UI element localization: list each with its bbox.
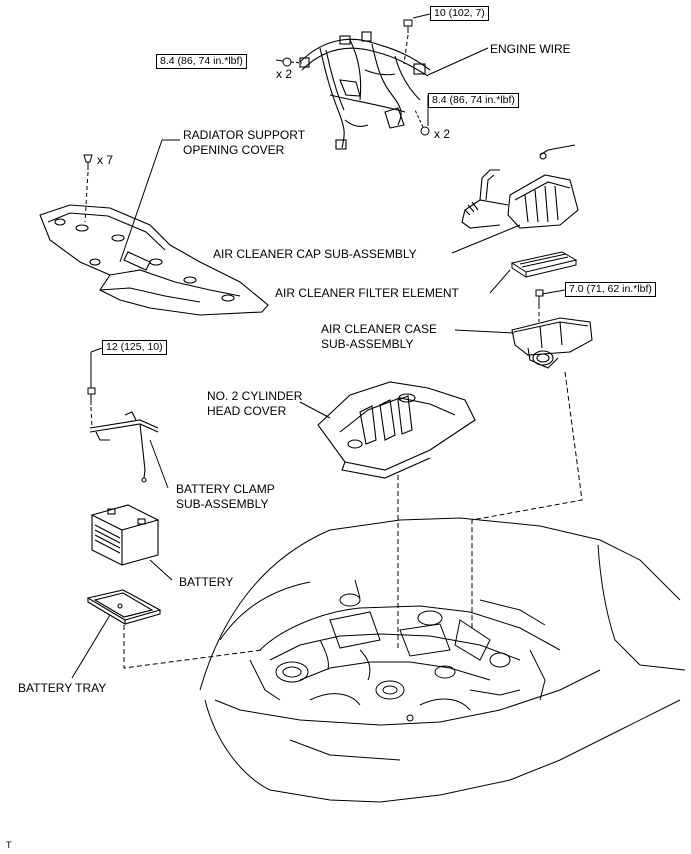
leader-line xyxy=(299,401,331,419)
label-battery-clamp-line2: SUB-ASSEMBLY xyxy=(176,497,269,511)
label-air-cleaner-case-line1: AIR CLEANER CASE xyxy=(321,322,438,336)
install-line-air-cleaner xyxy=(471,371,583,630)
bolt-clamp-icon xyxy=(87,387,96,405)
leader-line xyxy=(427,47,489,76)
leader-line xyxy=(149,439,169,489)
leader-line xyxy=(489,269,511,294)
quantity-right: x 2 xyxy=(434,127,451,141)
nut-right-icon xyxy=(414,109,430,136)
install-line-battery xyxy=(123,625,263,669)
label-air-cleaner-cap: AIR CLEANER CAP SUB-ASSEMBLY xyxy=(213,247,417,261)
leader-line xyxy=(71,614,111,679)
label-radiator-support-line1: RADIATOR SUPPORT xyxy=(183,128,306,142)
leader-line xyxy=(90,406,93,429)
head-cover-drawing xyxy=(317,381,476,479)
label-head-cover-line2: HEAD COVER xyxy=(207,404,287,418)
leader-line xyxy=(90,347,103,353)
bolt-case-icon xyxy=(535,289,544,305)
label-radiator-support-line2: OPENING COVER xyxy=(183,143,285,157)
leader-line xyxy=(454,329,515,334)
battery-clamp-drawing xyxy=(89,411,159,483)
radiator-support-cover-drawing xyxy=(39,204,269,316)
label-battery: BATTERY xyxy=(179,575,234,589)
quantity-left: x 2 xyxy=(276,67,293,81)
leader-line xyxy=(451,224,521,254)
label-battery-tray: BATTERY TRAY xyxy=(18,681,107,695)
label-engine-wire: ENGINE WIRE xyxy=(490,42,571,56)
nut-left-icon xyxy=(282,57,303,67)
torque-spec-case: 7.0 (71, 62 in.*lbf) xyxy=(565,282,656,297)
leader-line xyxy=(119,139,163,263)
air-cleaner-case-drawing xyxy=(511,317,593,369)
battery-drawing xyxy=(90,504,160,566)
engine-wire-drawing xyxy=(299,31,431,150)
bolt-top-icon xyxy=(403,19,413,33)
footer-mark: T xyxy=(6,840,12,850)
torque-spec-right: 8.4 (86, 74 in.*lbf) xyxy=(428,93,519,108)
label-air-cleaner-filter: AIR CLEANER FILTER ELEMENT xyxy=(275,286,459,300)
label-battery-clamp-line1: BATTERY CLAMP xyxy=(176,482,275,496)
label-head-cover-line1: NO. 2 CYLINDER xyxy=(207,389,303,403)
leader-line xyxy=(403,34,409,65)
torque-spec-left: 8.4 (86, 74 in.*lbf) xyxy=(156,54,247,69)
air-cleaner-filter-drawing xyxy=(510,251,578,278)
leader-line xyxy=(84,171,89,223)
engine-bay-drawing xyxy=(199,517,686,803)
torque-spec-clamp: 12 (125, 10) xyxy=(102,340,167,355)
label-air-cleaner-case-line2: SUB-ASSEMBLY xyxy=(321,337,414,351)
leader-line xyxy=(275,59,284,62)
quantity-clips: x 7 xyxy=(97,153,114,167)
clip-icon xyxy=(83,154,93,170)
leader-line xyxy=(149,559,173,581)
leader-line xyxy=(412,13,431,19)
leader-line xyxy=(541,289,566,295)
battery-tray-drawing xyxy=(86,589,162,625)
air-cleaner-cap-drawing xyxy=(461,144,579,229)
torque-spec-top: 10 (102, 7) xyxy=(430,6,489,21)
